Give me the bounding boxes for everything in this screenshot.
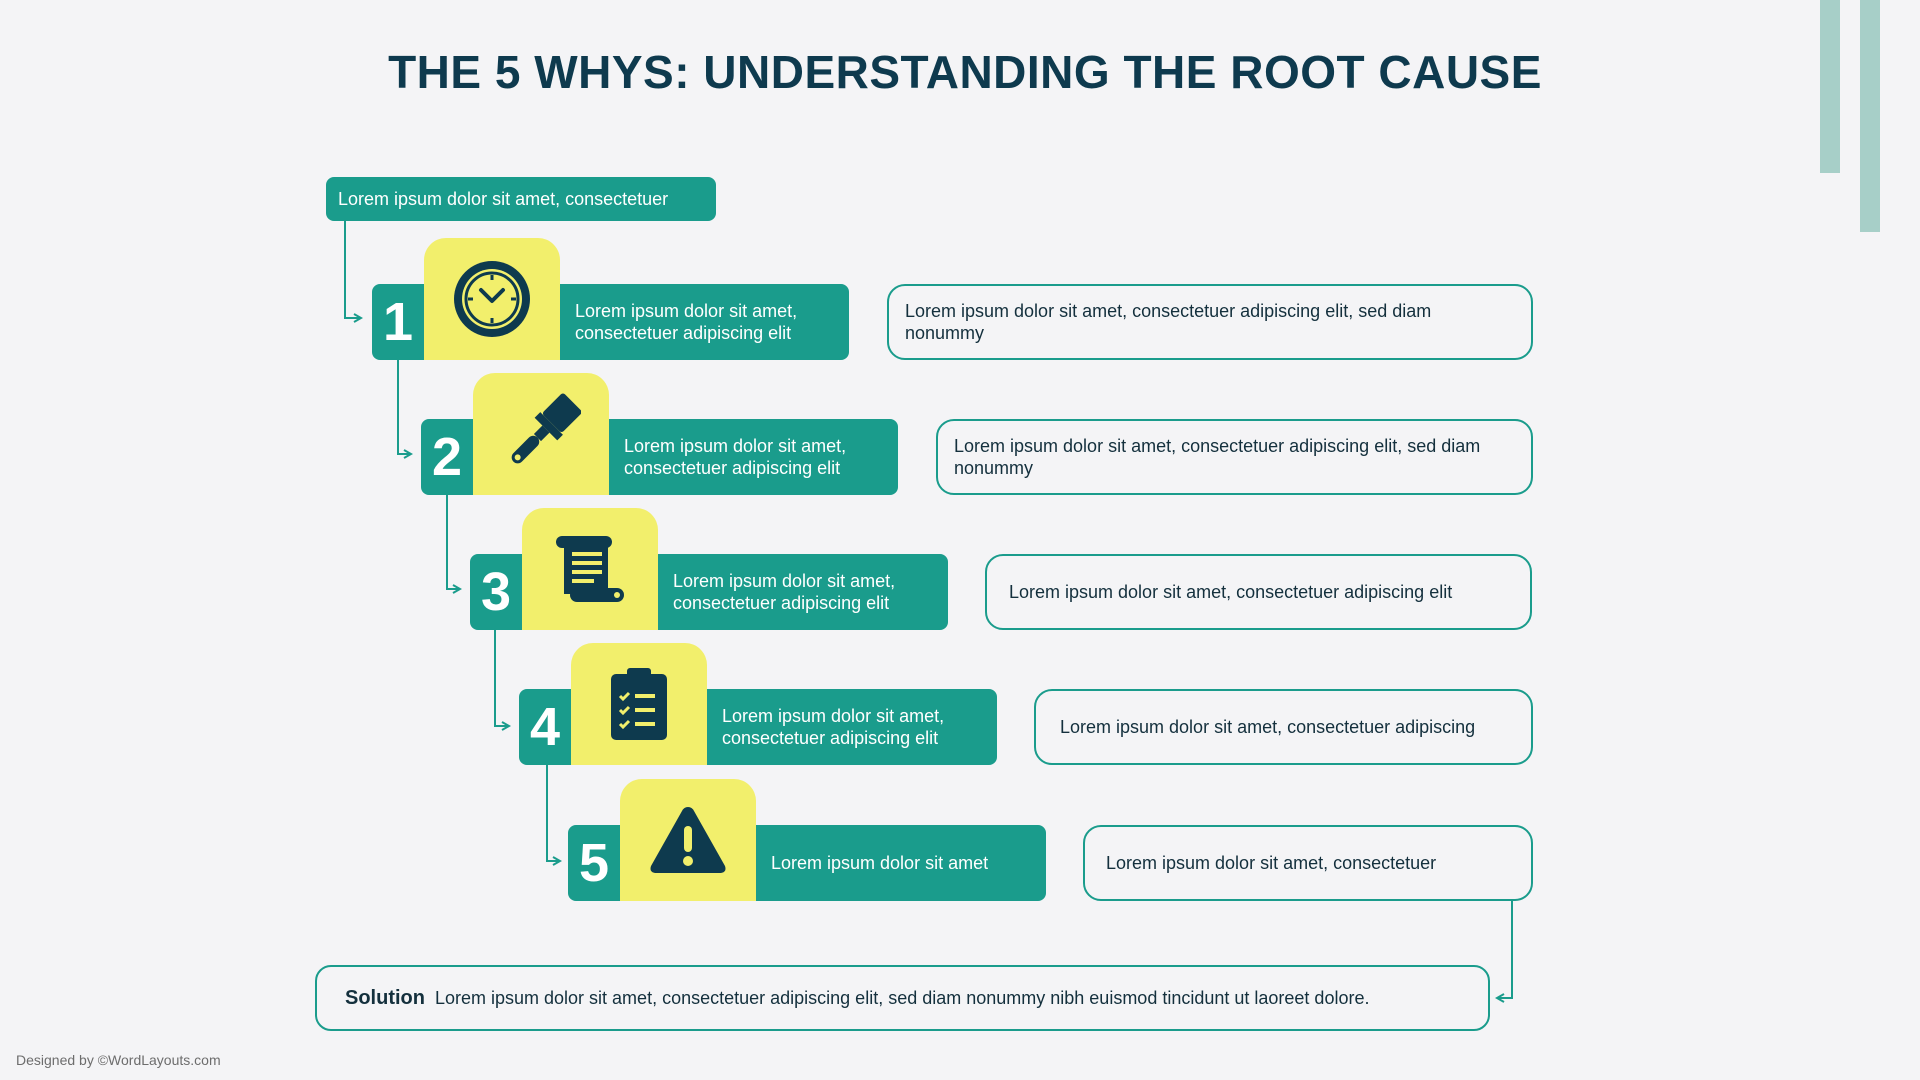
connector-1-to-2 [397,359,411,454]
decorative-bar [1820,0,1840,173]
step-3-detail-box: Lorem ipsum dolor sit amet, consectetuer… [985,554,1532,630]
clipboard-checklist-icon [611,668,667,740]
page-title: THE 5 WHYS: UNDERSTANDING THE ROOT CAUSE [388,46,1542,98]
step-3-detail-text: Lorem ipsum dolor sit amet, consectetuer… [1009,582,1453,602]
step-4-number: 4 [529,697,561,757]
step-5-icon-tile [620,779,756,901]
step-2-bar: 2 Lorem ipsum dolor sit amet, consectetu… [421,373,898,495]
step-3-text: Lorem ipsum dolor sit amet, consectetuer… [673,571,896,613]
step-4-detail-text: Lorem ipsum dolor sit amet, consectetuer… [1060,717,1476,737]
step-2-number: 2 [431,427,463,487]
step-5-bar: 5 Lorem ipsum dolor sit amet [568,779,1046,901]
connector-2-to-3 [446,494,460,589]
step-4-icon-tile [571,643,707,765]
connector-3-to-4 [494,630,509,726]
step-3-number: 3 [480,562,512,622]
step-5-text: Lorem ipsum dolor sit amet [771,853,989,873]
step-2-text: Lorem ipsum dolor sit amet, consectetuer… [624,436,847,478]
solution-text: Lorem ipsum dolor sit amet, consectetuer… [434,987,1370,1008]
step-5-number: 5 [578,833,610,893]
step-1-text: Lorem ipsum dolor sit amet, consectetuer… [575,301,798,343]
connector-4-to-5 [546,765,560,861]
paintbrush-icon [511,393,581,464]
step-2-detail-text: Lorem ipsum dolor sit amet, consectetuer… [954,436,1481,478]
step-3-icon-tile [522,508,658,630]
step-4-bar: 4 Lorem ipsum dolor sit amet, consectetu… [519,643,997,765]
solution-label: Solution [345,986,425,1009]
clock-icon [454,261,530,337]
step-1-detail-box: Lorem ipsum dolor sit amet, consectetuer… [887,284,1533,360]
connector-top-to-1 [344,221,361,318]
step-1-icon-tile [424,238,560,360]
step-4-detail-box: Lorem ipsum dolor sit amet, consectetuer… [1034,689,1533,765]
problem-label: Lorem ipsum dolor sit amet, consectetuer [326,177,716,221]
solution-box: Solution Lorem ipsum dolor sit amet, con… [315,965,1490,1031]
credit-text: Designed by ©WordLayouts.com [16,1052,221,1068]
step-5-detail-text: Lorem ipsum dolor sit amet, consectetuer [1106,853,1437,873]
step-1-bar: 1 Lorem ipsum dolor sit amet, consectetu… [372,238,849,360]
step-2-detail-box: Lorem ipsum dolor sit amet, consectetuer… [936,419,1533,495]
step-3-bar: 3 Lorem ipsum dolor sit amet, consectetu… [470,508,948,630]
connector-5-to-solution [1497,901,1513,998]
decorative-bar [1860,0,1880,232]
scroll-icon [556,536,624,602]
step-4-text: Lorem ipsum dolor sit amet, consectetuer… [722,706,945,748]
step-1-detail-text: Lorem ipsum dolor sit amet, consectetuer… [905,301,1432,343]
step-2-icon-tile [473,373,609,495]
warning-icon [650,807,726,873]
step-5-detail-box: Lorem ipsum dolor sit amet, consectetuer [1083,825,1533,901]
step-1-number: 1 [382,292,414,352]
